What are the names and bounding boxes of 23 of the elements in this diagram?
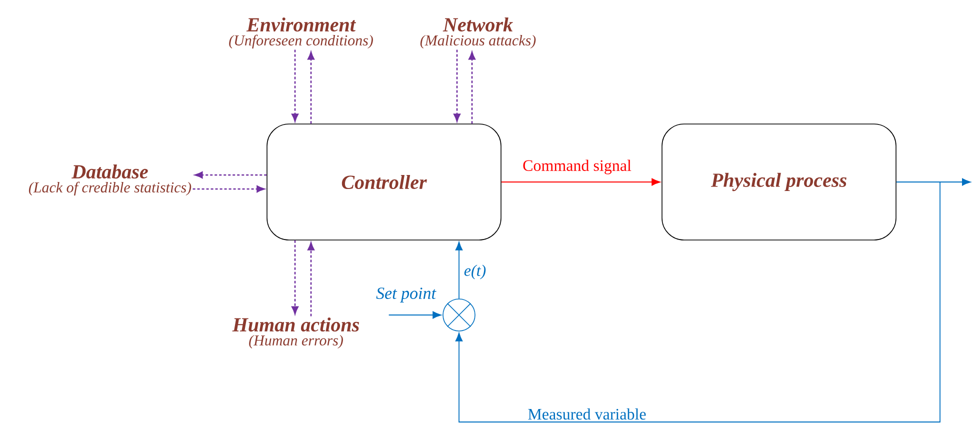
arrow bbox=[192, 186, 265, 192]
arrow bbox=[292, 50, 298, 122]
process-box: Controller bbox=[266, 124, 502, 240]
arrow bbox=[454, 50, 460, 122]
arrow bbox=[388, 311, 442, 319]
arrow bbox=[292, 240, 298, 314]
summing-junction bbox=[442, 298, 476, 332]
arrow bbox=[455, 242, 463, 300]
arrow bbox=[308, 52, 314, 124]
edge-label: e(t) bbox=[462, 264, 488, 280]
edge-label: Measured variable bbox=[526, 407, 648, 421]
arrow bbox=[468, 52, 476, 124]
arrow bbox=[455, 182, 940, 422]
arrow bbox=[194, 172, 267, 178]
factor-label: Environment (Unforeseen conditions) bbox=[229, 17, 373, 49]
arrow bbox=[500, 178, 660, 186]
factor-label: Network (Malicious attacks) bbox=[420, 17, 536, 49]
process-box: Physical process bbox=[662, 124, 896, 240]
input-label: Set point bbox=[376, 288, 436, 302]
factor-label: Database (Lack of credible statistics) bbox=[28, 164, 192, 196]
edge-label: Command signal bbox=[522, 158, 632, 176]
arrow bbox=[308, 242, 314, 316]
factor-label: Human actions (Human errors) bbox=[232, 317, 360, 349]
